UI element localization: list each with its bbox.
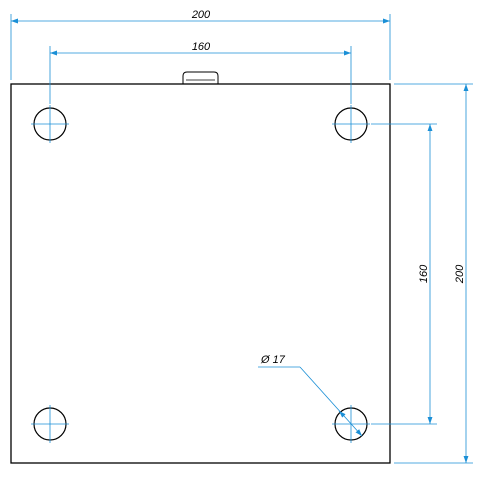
- mounting-hole-top-right: [332, 105, 370, 143]
- mounting-hole-top-left: [31, 105, 69, 143]
- dimension-hole-spacing-vertical-label: 160: [418, 264, 430, 283]
- dimension-overall-width-label: 200: [191, 9, 211, 21]
- dimension-hole-spacing-vertical: [371, 123, 437, 425]
- dimension-overall-height-label: 200: [454, 264, 466, 284]
- dimension-hole-diameter-leader: [258, 366, 363, 437]
- dimension-hole-spacing-horizontal: [49, 46, 352, 104]
- dimension-hole-diameter-label: Ø 17: [260, 354, 286, 366]
- dimension-overall-height: [394, 83, 473, 464]
- dimension-hole-spacing-horizontal-label: 160: [192, 41, 211, 53]
- dimension-overall-width: [10, 14, 391, 80]
- mounting-hole-bottom-left: [31, 405, 69, 443]
- top-tab: [182, 71, 219, 84]
- plate-outline: [10, 83, 391, 464]
